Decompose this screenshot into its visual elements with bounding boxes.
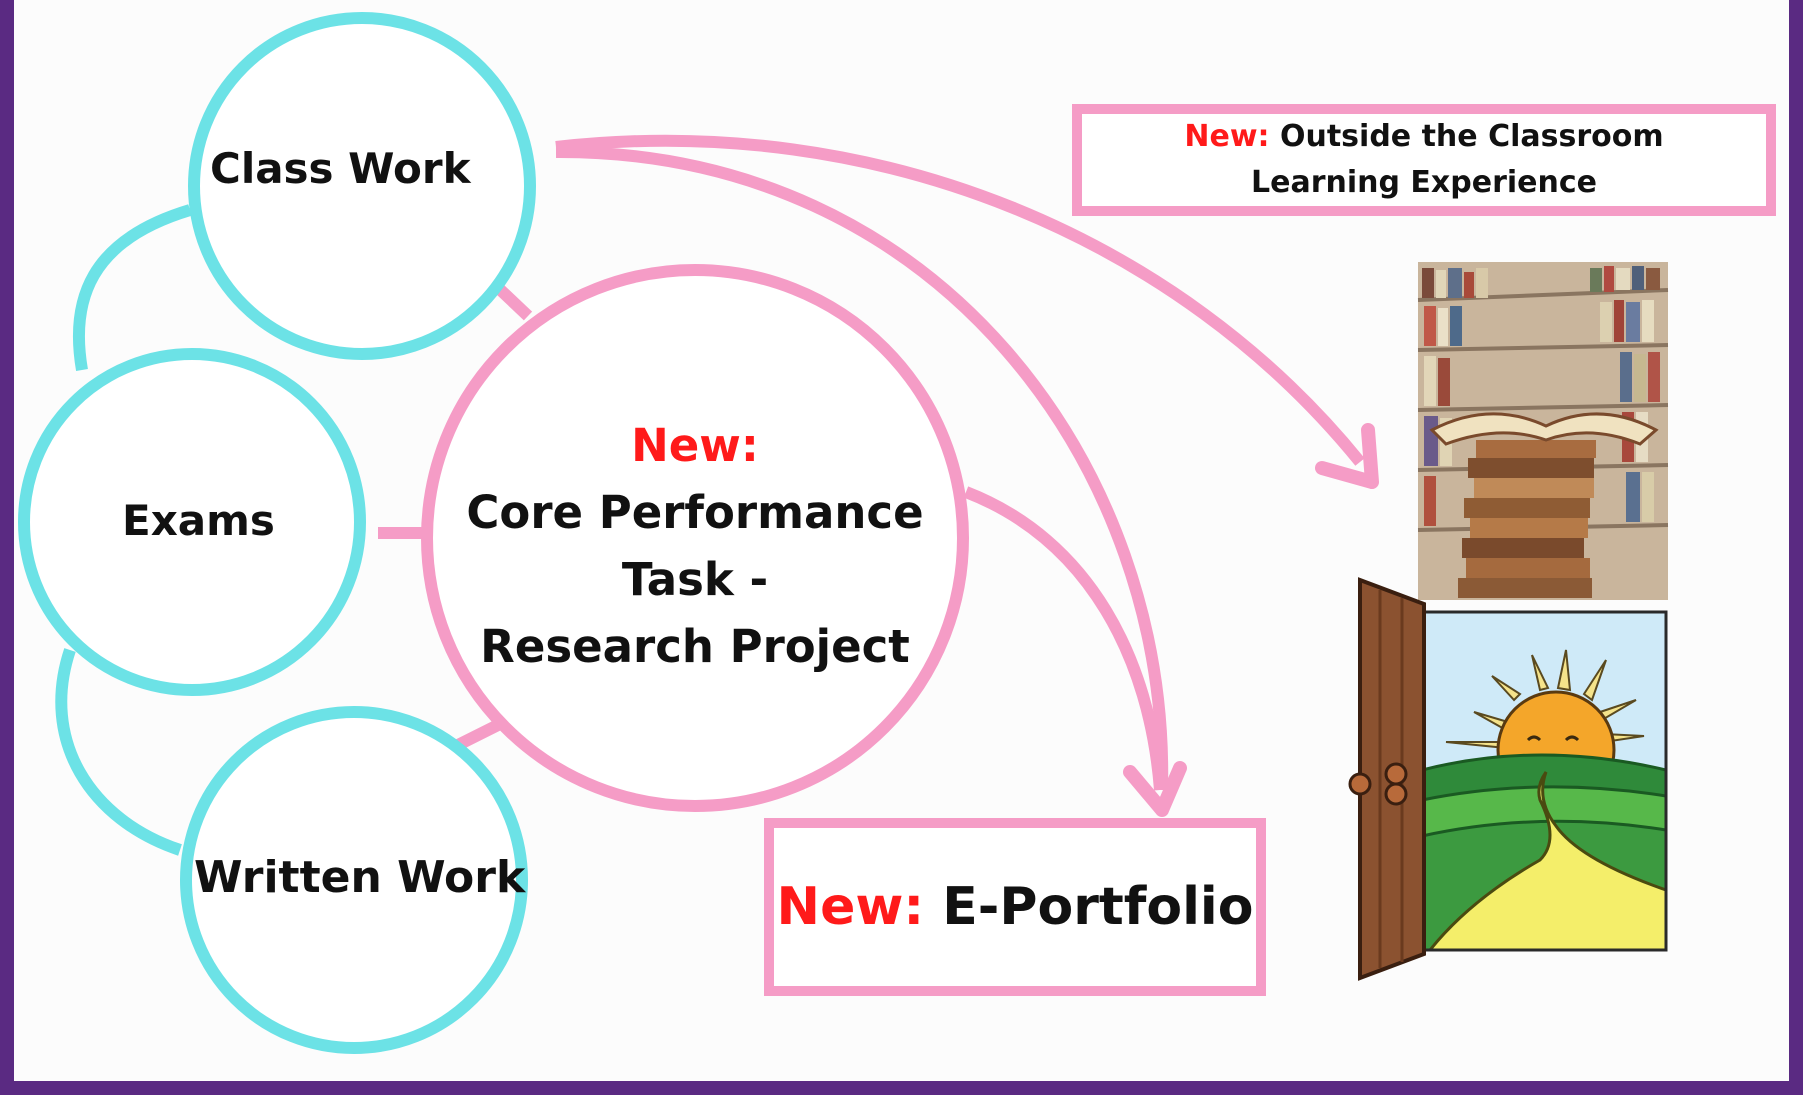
core-new-label: New: [631, 419, 759, 472]
outside-box-line-2: Learning Experience [1250, 165, 1597, 200]
connector-writtenwork-core [455, 717, 505, 751]
arrow-classwork-outside [555, 134, 1365, 466]
library-books-image [1417, 262, 1669, 600]
core-line-1: Core Performance [466, 486, 924, 539]
arrow-classwork-eportfolio [555, 145, 1169, 791]
core-line-3: Research Project [480, 620, 910, 673]
circle-class-work [188, 12, 536, 360]
eportfolio-box: New: E-Portfolio [764, 818, 1266, 996]
arrow-core-eportfolio [963, 486, 1166, 791]
outside-classroom-box: New: Outside the Classroom Learning Expe… [1072, 104, 1776, 216]
circle-written-work [180, 706, 528, 1054]
label-class-work: Class Work [210, 144, 471, 193]
circle-core-task [421, 264, 969, 812]
core-line-2: Task - [621, 553, 769, 606]
arc-exams-writtenwork [55, 648, 182, 856]
eportfolio-new-label: New: [776, 877, 925, 937]
outside-box-line-1: New: Outside the Classroom [1184, 114, 1663, 160]
label-written-work: Written Work [194, 852, 526, 903]
circle-exams [18, 348, 366, 696]
arrowhead-outside [1315, 423, 1379, 489]
core-task-text: New: Core Performance Task - Research Pr… [435, 412, 955, 680]
outside-new-label: New: [1184, 119, 1270, 154]
arrowhead-eportfolio [1123, 761, 1187, 817]
outside-line-1-text: Outside the Classroom [1279, 119, 1664, 154]
eportfolio-text: New: E-Portfolio [777, 877, 1254, 937]
label-exams: Exams [122, 496, 275, 545]
open-door-sunny-road-image [1348, 577, 1668, 981]
arc-classwork-exams [72, 204, 192, 372]
eportfolio-label: E-Portfolio [942, 877, 1254, 937]
